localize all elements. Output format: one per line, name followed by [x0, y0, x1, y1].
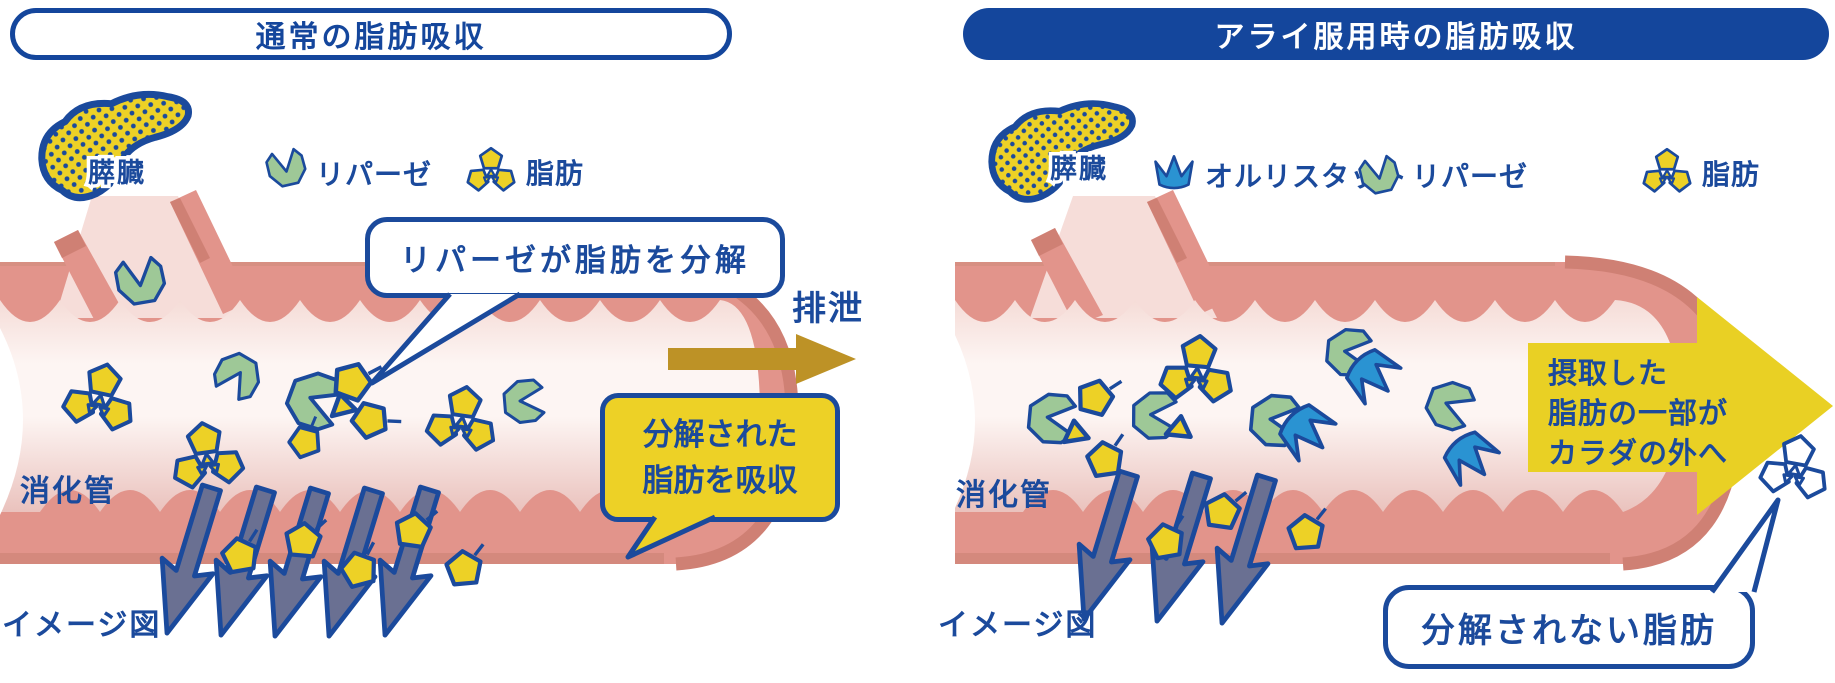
legend-fat-label: 脂肪: [1702, 159, 1761, 190]
pancreas: [988, 101, 1137, 202]
pancreatic-duct: [1030, 190, 1227, 326]
pancreas-label: 膵臓: [88, 158, 146, 188]
callout-line: 分解された: [642, 416, 798, 452]
legend-lipase-label: リパーゼ: [316, 159, 433, 190]
tract-open-end: [0, 328, 23, 515]
fat-icon: [464, 142, 518, 202]
undigested-fat-bubble: 分解されない脂肪: [1383, 585, 1755, 669]
pancreatic-duct: [54, 190, 250, 327]
speech-bubble-tail: [1709, 497, 1781, 594]
legend-lipase-label: リパーゼ: [1412, 161, 1529, 192]
absorbed-fat-callout: 分解された 脂肪を吸収: [600, 393, 840, 522]
arrow-text-line: カラダの外へ: [1548, 438, 1729, 470]
arrow-text-line: 摂取した: [1548, 358, 1669, 390]
tract-bottom-edge: [0, 553, 664, 564]
tract-label: 消化管: [956, 479, 1052, 512]
right-panel-title: アライ服用時の脂肪吸収: [963, 8, 1829, 60]
normal-absorption-illustration: 膵臓: [0, 0, 856, 683]
lipase-icon: [263, 146, 309, 190]
excretion-label: 排泄: [792, 290, 864, 328]
callout-line: 脂肪を吸収: [642, 462, 798, 498]
orlistat-icon: [1154, 155, 1194, 190]
image-caption: イメージ図: [2, 609, 162, 642]
tract-open-end: [955, 335, 975, 508]
alli-absorption-illustration: 膵臓: [955, 0, 1833, 683]
speech-bubble-tail: [369, 291, 522, 386]
legend-fat-label: 脂肪: [526, 158, 585, 189]
lipase-icon: [1356, 153, 1402, 197]
tract-label: 消化管: [20, 475, 116, 508]
fat-exit-arrow: [1528, 297, 1833, 515]
pancreas-label: 膵臓: [1050, 154, 1108, 184]
image-caption: イメージ図: [938, 609, 1098, 642]
tract-bottom-edge: [955, 553, 1610, 564]
lipase-breaks-fat-bubble: リパーゼが脂肪を分解: [365, 217, 785, 298]
callout-tail: [625, 514, 717, 560]
left-panel-title: 通常の脂肪吸収: [10, 8, 732, 60]
arrow-text-line: 脂肪の一部が: [1548, 398, 1729, 430]
tract-lumen: [955, 300, 1680, 512]
fat-icon: [1640, 143, 1694, 203]
fat-exit-arrow-text: 摂取した 脂肪の一部が カラダの外へ: [1548, 354, 1758, 474]
